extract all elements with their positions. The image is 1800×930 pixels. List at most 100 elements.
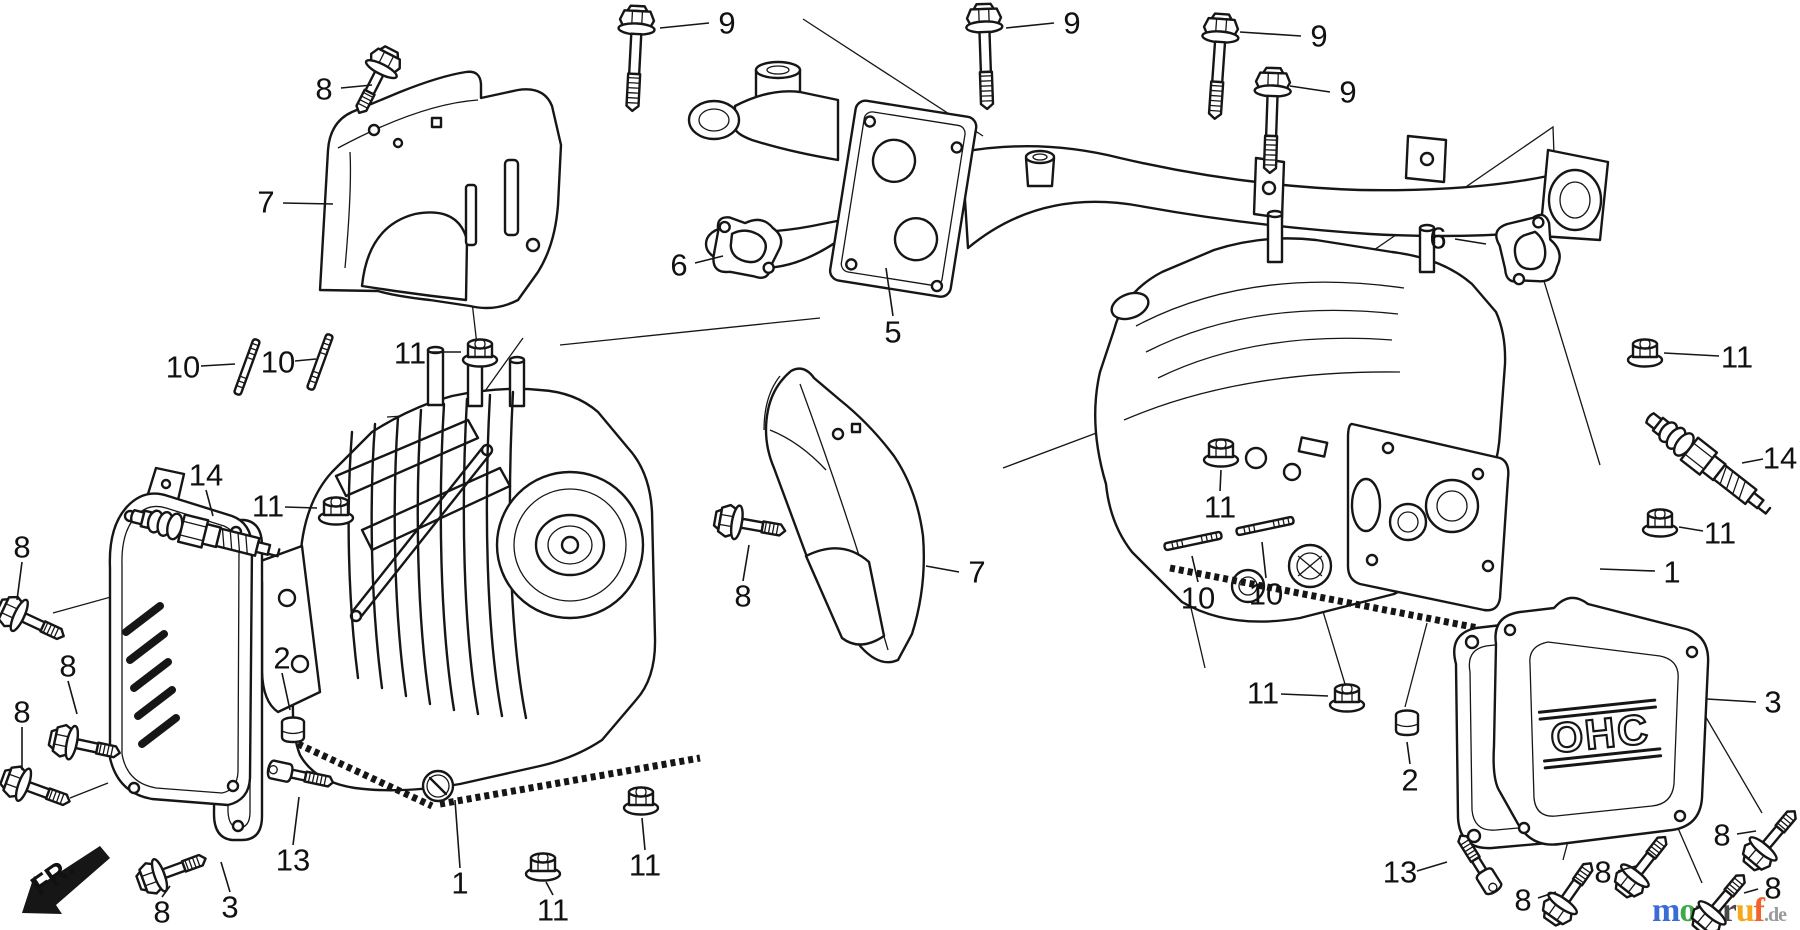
callout-label-11: 11 bbox=[629, 848, 661, 883]
callout-leader bbox=[294, 358, 317, 362]
flange-nut bbox=[622, 785, 660, 816]
flange-nut bbox=[524, 851, 562, 882]
callout-leader bbox=[1706, 698, 1757, 703]
callout-label-10: 10 bbox=[166, 350, 200, 385]
callout-label-9: 9 bbox=[1310, 19, 1327, 54]
callout-leader bbox=[454, 799, 461, 869]
callout-label-11: 11 bbox=[537, 893, 569, 928]
manifold-gasket-left bbox=[710, 214, 785, 281]
callout-leader bbox=[281, 672, 291, 711]
flange-bolt bbox=[0, 760, 77, 819]
callout-leader bbox=[885, 267, 894, 317]
callout-label-8: 8 bbox=[13, 695, 30, 730]
callout-label-8: 8 bbox=[1764, 871, 1781, 906]
callout-label-11: 11 bbox=[1704, 516, 1736, 551]
cap-nut bbox=[1394, 709, 1420, 737]
callout-leader bbox=[545, 881, 554, 896]
callout-leader bbox=[1454, 238, 1487, 245]
callout-leader bbox=[1191, 555, 1199, 583]
callout-leader bbox=[340, 84, 373, 89]
cylinder-head-right bbox=[1094, 209, 1510, 632]
callout-label-13: 13 bbox=[1383, 855, 1417, 890]
flange-nut bbox=[461, 337, 499, 368]
callout-leader bbox=[1416, 861, 1448, 872]
callout-label-11: 11 bbox=[1204, 490, 1236, 525]
callout-leader bbox=[282, 202, 334, 205]
callout-leader bbox=[1280, 693, 1329, 697]
callout-leader bbox=[1406, 741, 1411, 765]
callout-leader bbox=[1741, 458, 1764, 464]
callout-leader bbox=[1219, 469, 1222, 492]
callout-label-8: 8 bbox=[1594, 855, 1611, 890]
callout-label-8: 8 bbox=[1713, 818, 1730, 853]
callout-label-11: 11 bbox=[394, 336, 426, 371]
callout-leader bbox=[205, 489, 214, 517]
callout-label-3: 3 bbox=[221, 890, 238, 925]
callout-label-9: 9 bbox=[1063, 6, 1080, 41]
callout-leader bbox=[1005, 22, 1055, 29]
callout-label-8: 8 bbox=[1514, 883, 1531, 918]
valve-cover-logo-text: OHC bbox=[1548, 705, 1652, 762]
callout-leader bbox=[1743, 888, 1759, 894]
flange-bolt bbox=[1734, 799, 1800, 878]
manifold-bolt bbox=[1195, 11, 1242, 122]
callout-label-10: 10 bbox=[1181, 581, 1215, 616]
callout-leader bbox=[641, 817, 646, 851]
callout-label-9: 9 bbox=[1339, 75, 1356, 110]
callout-label-7: 7 bbox=[968, 555, 985, 590]
callout-leader bbox=[694, 255, 724, 264]
callout-leader bbox=[292, 796, 300, 846]
callout-leader bbox=[659, 22, 710, 29]
callout-label-11: 11 bbox=[1721, 340, 1753, 375]
callout-label-11: 11 bbox=[1247, 676, 1279, 711]
callout-label-8: 8 bbox=[59, 649, 76, 684]
manifold-bolt bbox=[613, 3, 657, 114]
callout-label-10: 10 bbox=[261, 345, 295, 380]
callout-label-2: 2 bbox=[273, 641, 290, 676]
callout-label-2: 2 bbox=[1401, 763, 1418, 798]
callout-leader bbox=[1289, 85, 1331, 93]
spark-plug-right bbox=[1638, 404, 1779, 523]
callout-leader bbox=[1678, 526, 1704, 532]
heat-shield-right bbox=[763, 367, 926, 664]
flange-bolt bbox=[711, 500, 790, 549]
stud bbox=[305, 332, 335, 392]
callout-leader bbox=[67, 680, 78, 715]
callout-label-10: 10 bbox=[1249, 577, 1283, 612]
callout-label-5: 5 bbox=[884, 315, 901, 350]
cylinder-head-left bbox=[255, 345, 701, 810]
callout-label-11: 11 bbox=[252, 489, 284, 524]
callout-leader bbox=[925, 565, 960, 573]
callout-label-13: 13 bbox=[276, 843, 310, 878]
callout-leader bbox=[284, 506, 318, 509]
callout-label-1: 1 bbox=[1663, 555, 1680, 590]
valve-cover-logo: OHC bbox=[1537, 698, 1663, 770]
callout-label-14: 14 bbox=[189, 458, 223, 493]
callout-label-14: 14 bbox=[1763, 441, 1797, 476]
callout-label-6: 6 bbox=[1429, 221, 1446, 256]
callout-leader bbox=[1261, 541, 1267, 579]
stud bbox=[232, 337, 262, 397]
callout-leader bbox=[1599, 568, 1656, 572]
callout-label-1: 1 bbox=[451, 866, 468, 901]
callout-leader bbox=[16, 561, 23, 601]
cap-nut bbox=[280, 716, 306, 744]
callout-label-3: 3 bbox=[1764, 685, 1781, 720]
callout-leader bbox=[742, 544, 750, 582]
callout-leader bbox=[161, 885, 171, 898]
callout-leader bbox=[220, 861, 231, 893]
flange-nut bbox=[1202, 437, 1240, 468]
callout-leader bbox=[200, 363, 236, 367]
callout-label-8: 8 bbox=[734, 579, 751, 614]
callout-label-8: 8 bbox=[315, 72, 332, 107]
callout-leader bbox=[1736, 830, 1757, 835]
head-cover-left bbox=[108, 466, 264, 842]
callout-leader bbox=[1239, 31, 1302, 37]
callout-leader bbox=[1537, 891, 1557, 899]
heat-shield-left bbox=[318, 70, 563, 310]
callout-label-6: 6 bbox=[670, 248, 687, 283]
intake-manifold bbox=[687, 60, 1610, 298]
